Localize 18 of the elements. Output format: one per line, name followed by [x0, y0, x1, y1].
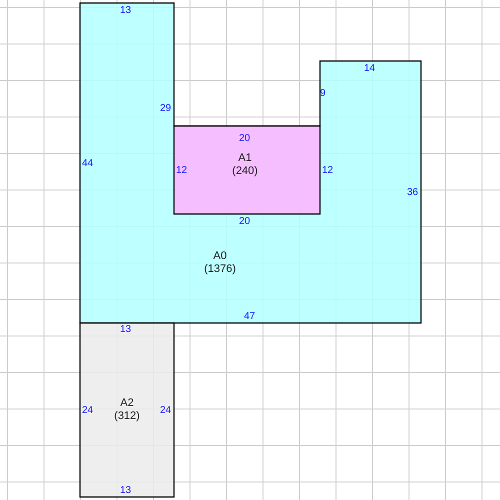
dimension-label: 20	[239, 133, 250, 144]
dimension-label: 20	[239, 216, 250, 227]
dimension-label: 24	[82, 405, 94, 416]
dimension-label: 14	[364, 63, 376, 74]
dimension-label: 13	[120, 485, 132, 496]
dimension-label: 9	[320, 88, 326, 99]
dimension-label: 29	[160, 103, 172, 114]
dimension-label: 44	[82, 158, 94, 169]
dimension-label: 13	[120, 324, 132, 335]
area-label: A1 (240)	[231, 152, 259, 178]
dimension-label: 13	[120, 5, 132, 16]
dimension-label: 12	[176, 165, 188, 176]
dimension-label: 24	[160, 405, 172, 416]
dimension-label: 36	[407, 187, 418, 198]
area-label: A0 (1376)	[203, 250, 237, 276]
dimension-label: 47	[244, 311, 256, 322]
dimension-label: 12	[322, 165, 334, 176]
area-label: A2 (312)	[113, 397, 141, 423]
